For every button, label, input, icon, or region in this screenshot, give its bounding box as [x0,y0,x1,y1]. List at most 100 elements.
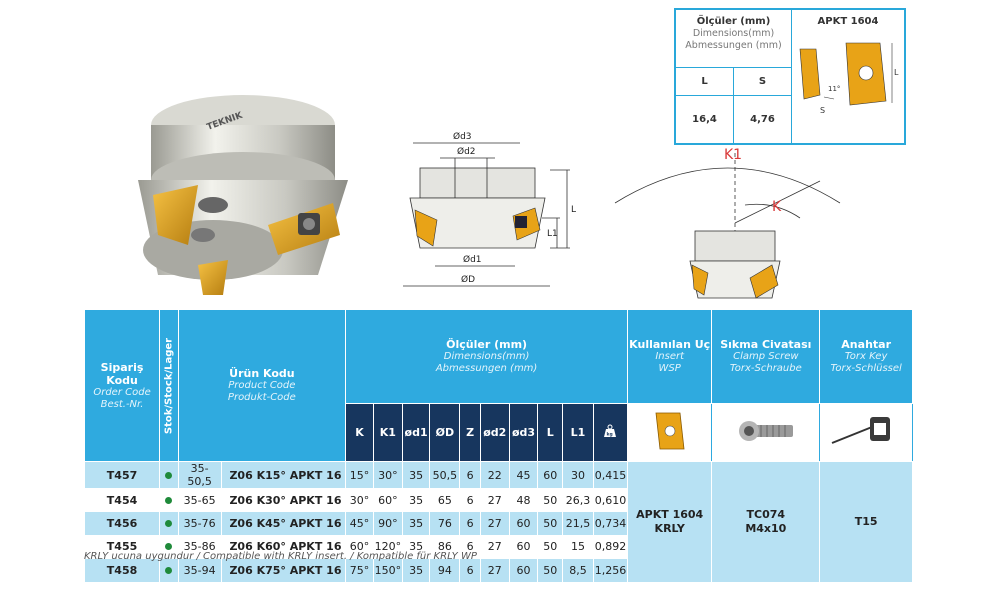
col-K: K [345,403,374,462]
footnote: KRLY ucuna uygundur / Compatible with KR… [84,551,477,562]
cell-D: 50,5 [429,461,461,489]
insert-dim-title-en: Dimensions(mm) [692,28,775,39]
insert-col-l: L [675,67,734,96]
stock-indicator [159,511,179,536]
col-d1: ød1 [401,403,431,462]
cell-L1: 21,5 [562,511,594,536]
cell-weight: 0,734 [592,511,629,536]
K1-label: K1 [724,147,742,163]
insert-geometry-icon: L S 11° [799,42,899,115]
cell-L1: 8,5 [562,558,594,583]
torx-key-picture [819,403,913,462]
side-view-drawing: Ød3 Ød2 Ød1 ØD L L1 [403,131,576,287]
table-row: T457 35-50,5 Z06 K15° APKT 16 15° 30° 35… [83,461,913,583]
cell-L1: 15 [562,534,594,560]
cell-K: 60° [345,534,374,560]
torx-key-icon [831,416,891,444]
table-row: T455 35-86 Z06 K60° APKT 16 60° 120° 35 … [83,534,913,560]
insert-s-label: S [820,106,825,115]
cell-D: 65 [429,487,461,513]
weight-icon: kg [592,403,629,462]
cell-weight: 0,610 [592,487,629,513]
dimensions-header: Ölçüler (mm) Dimensions(mm) Abmessungen … [345,309,629,404]
cell-K1: 120° [372,534,403,560]
insert-drawing-cell: APKT 1604 L S 11° [791,9,905,144]
table-row: T454 35-65 Z06 K30° APKT 16 30° 60° 35 6… [83,487,913,513]
product-table: Sipariş Kodu Order Code Best.-Nr. Stok/S… [83,309,913,583]
insert-col-s: S [733,67,792,96]
col-d3: ød3 [508,403,539,462]
insert-picture [627,403,713,462]
order-code: T454 [83,487,161,513]
product-code-name: Z06 K15° APKT 16 [220,461,347,489]
product-code-name: Z06 K60° APKT 16 [220,534,347,560]
svg-text:kg: kg [607,432,613,438]
cell-d1: 35 [401,558,431,583]
cell-K1: 90° [372,511,403,536]
cell-d3: 60 [508,534,539,560]
cell-d2: 22 [479,461,510,489]
stock-indicator [159,461,179,489]
K-label: K [772,199,782,215]
cell-L: 50 [537,511,564,536]
cell-K1: 60° [372,487,403,513]
cell-d2: 27 [479,511,510,536]
order-code: T455 [83,534,161,560]
insert-name: APKT 1604 [817,16,879,27]
cell-L: 60 [537,461,564,489]
insert-val-l: 16,4 [675,95,734,144]
cell-L: 50 [537,534,564,560]
d2-label: Ød2 [457,146,476,157]
cell-d1: 35 [401,534,431,560]
col-D: ØD [429,403,461,462]
milling-cutter-photo: TEKNIK [138,95,348,295]
cell-d1: 35 [401,487,431,513]
screw-icon [738,420,793,441]
D-label: ØD [461,274,475,285]
col-Z: Z [459,403,481,462]
clamp-screw-picture [711,403,821,462]
L-label: L [571,205,576,215]
cell-Z: 6 [459,461,481,489]
product-code-name: Z06 K30° APKT 16 [220,487,347,513]
d3-label: Ød3 [453,131,472,142]
insert-dimension-box: Ölçüler (mm) Dimensions(mm) Abmessungen … [674,8,906,145]
cell-d1: 35 [401,511,431,536]
cell-d3: 60 [508,511,539,536]
insert-val-s: 4,76 [733,95,792,144]
cell-K1: 30° [372,461,403,489]
cell-d1: 35 [401,461,431,489]
product-code-size: 35-50,5 [177,461,222,489]
L1-label: L1 [547,229,558,239]
cell-D: 76 [429,511,461,536]
order-code: T458 [83,558,161,583]
insert-l-label: L [894,68,899,77]
col-L: L [537,403,564,462]
cell-Z: 6 [459,487,481,513]
col-L1: L1 [562,403,594,462]
cutting-angle-drawing: K1 K [614,147,841,299]
clamp-screw-header: Sıkma Civatası Clamp Screw Torx-Schraube [711,309,821,404]
cell-d3: 60 [508,558,539,583]
cell-weight: 0,415 [592,461,629,489]
cell-K: 75° [345,558,374,583]
cell-L: 50 [537,487,564,513]
product-code-header: Ürün Kodu Product Code Produkt-Code [177,309,347,462]
stock-indicator [159,487,179,513]
product-code-size: 35-76 [177,511,222,536]
cell-weight: 0,892 [592,534,629,560]
cell-d3: 45 [508,461,539,489]
cell-L1: 26,3 [562,487,594,513]
insert-angle-label: 11° [828,85,840,93]
cell-L1: 30 [562,461,594,489]
table-row: T458 35-94 Z06 K75° APKT 16 75° 150° 35 … [83,558,913,583]
order-code-header: Sipariş Kodu Order Code Best.-Nr. [83,309,161,462]
order-code: T456 [83,511,161,536]
col-d2: ød2 [479,403,510,462]
cell-D: 94 [429,558,461,583]
insert-dim-header: Ölçüler (mm) Dimensions(mm) Abmessungen … [675,9,792,68]
product-code-name: Z06 K45° APKT 16 [220,511,347,536]
insert-icon [655,412,685,449]
